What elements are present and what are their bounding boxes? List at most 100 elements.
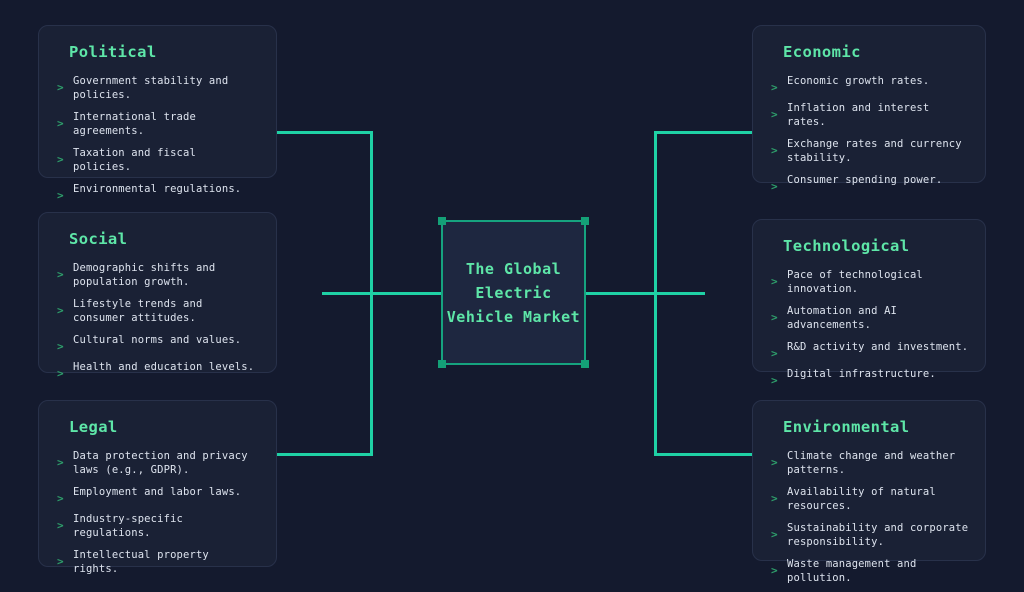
- card-technological[interactable]: Technological > Pace of technological in…: [752, 219, 986, 386]
- list-item-text: Intellectual property rights.: [73, 549, 209, 575]
- list-item-text: Automation and AI advancements.: [787, 305, 898, 331]
- list-item: > Lifestyle trends and consumer attitude…: [55, 298, 260, 325]
- card-title-political: Political: [69, 43, 157, 61]
- bullet-list-social: > Demographic shifts and population grow…: [55, 262, 260, 379]
- chevron-right-icon: >: [771, 347, 778, 361]
- list-item: > Economic growth rates.: [769, 75, 969, 93]
- list-item-text: Climate change and weather patterns.: [787, 450, 956, 476]
- bullet-list-economic: > Economic growth rates. > Inflation and…: [769, 75, 969, 192]
- card-legal[interactable]: Legal > Data protection and privacy laws…: [38, 400, 277, 575]
- connector-legal-branch: [277, 453, 372, 456]
- list-item-text: Consumer spending power.: [787, 174, 943, 187]
- connector-technological-branch: [584, 292, 705, 295]
- connector-environmental-branch: [654, 453, 753, 456]
- bullet-list-political: > Government stability and policies. > I…: [55, 75, 260, 201]
- list-item-text: Government stability and policies.: [73, 75, 229, 101]
- chevron-right-icon: >: [57, 492, 64, 506]
- list-item: > Cultural norms and values.: [55, 334, 260, 352]
- card-title-environmental: Environmental: [783, 418, 910, 436]
- chevron-right-icon: >: [57, 153, 64, 167]
- resize-handle-top-left[interactable]: [438, 217, 446, 225]
- card-title-legal: Legal: [69, 418, 118, 436]
- resize-handle-top-right[interactable]: [581, 217, 589, 225]
- list-item-text: Taxation and fiscal policies.: [73, 147, 196, 173]
- chevron-right-icon: >: [771, 81, 778, 95]
- card-title-economic: Economic: [783, 43, 861, 61]
- chevron-right-icon: >: [771, 108, 778, 122]
- chevron-right-icon: >: [771, 374, 778, 388]
- list-item-text: Cultural norms and values.: [73, 334, 242, 347]
- list-item-text: R&D activity and investment.: [787, 341, 969, 354]
- list-item: > Government stability and policies.: [55, 75, 260, 102]
- card-economic[interactable]: Economic > Economic growth rates. > Infl…: [752, 25, 986, 192]
- list-item: > Sustainability and corporate responsib…: [769, 522, 969, 549]
- chevron-right-icon: >: [57, 456, 64, 470]
- list-item-text: Environmental regulations.: [73, 183, 242, 196]
- bullet-list-technological: > Pace of technological innovation. > Au…: [769, 269, 969, 386]
- list-item-text: International trade agreements.: [73, 111, 196, 137]
- list-item: > R&D activity and investment.: [769, 341, 969, 359]
- list-item-text: Availability of natural resources.: [787, 486, 936, 512]
- list-item: > Data protection and privacy laws (e.g.…: [55, 450, 260, 477]
- chevron-right-icon: >: [771, 144, 778, 158]
- list-item: > Availability of natural resources.: [769, 486, 969, 513]
- list-item-text: Industry-specific regulations.: [73, 513, 184, 539]
- chevron-right-icon: >: [57, 367, 64, 381]
- list-item: > Intellectual property rights.: [55, 549, 260, 576]
- connector-social-branch: [322, 292, 443, 295]
- chevron-right-icon: >: [771, 528, 778, 542]
- chevron-right-icon: >: [771, 275, 778, 289]
- resize-handle-bottom-left[interactable]: [438, 360, 446, 368]
- chevron-right-icon: >: [771, 311, 778, 325]
- list-item: > Climate change and weather patterns.: [769, 450, 969, 477]
- list-item: > Digital infrastructure.: [769, 368, 969, 386]
- chevron-right-icon: >: [57, 117, 64, 131]
- list-item-text: Exchange rates and currency stability.: [787, 138, 962, 164]
- list-item-text: Health and education levels.: [73, 361, 255, 374]
- chevron-right-icon: >: [57, 189, 64, 203]
- chevron-right-icon: >: [57, 268, 64, 282]
- card-title-technological: Technological: [783, 237, 910, 255]
- chevron-right-icon: >: [771, 180, 778, 194]
- list-item: > Pace of technological innovation.: [769, 269, 969, 296]
- list-item: > Waste management and pollution.: [769, 558, 969, 585]
- list-item-text: Lifestyle trends and consumer attitudes.: [73, 298, 203, 324]
- chevron-right-icon: >: [57, 340, 64, 354]
- card-political[interactable]: Political > Government stability and pol…: [38, 25, 277, 201]
- list-item: > Inflation and interest rates.: [769, 102, 969, 129]
- list-item-text: Pace of technological innovation.: [787, 269, 923, 295]
- list-item: > Industry-specific regulations.: [55, 513, 260, 540]
- list-item-text: Data protection and privacy laws (e.g., …: [73, 450, 248, 476]
- chevron-right-icon: >: [57, 555, 64, 569]
- chevron-right-icon: >: [57, 304, 64, 318]
- bullet-list-legal: > Data protection and privacy laws (e.g.…: [55, 450, 260, 576]
- connector-economic-branch: [654, 131, 753, 134]
- list-item: > Exchange rates and currency stability.: [769, 138, 969, 165]
- list-item-text: Sustainability and corporate responsibil…: [787, 522, 969, 548]
- list-item-text: Waste management and pollution.: [787, 558, 917, 584]
- list-item: > Demographic shifts and population grow…: [55, 262, 260, 289]
- list-item: > Automation and AI advancements.: [769, 305, 969, 332]
- chevron-right-icon: >: [57, 81, 64, 95]
- list-item: > Health and education levels.: [55, 361, 260, 379]
- card-social[interactable]: Social > Demographic shifts and populati…: [38, 212, 277, 379]
- center-node-label: The Global Electric Vehicle Market: [446, 259, 581, 326]
- list-item-text: Economic growth rates.: [787, 75, 930, 88]
- card-title-social: Social: [69, 230, 128, 248]
- resize-handle-bottom-right[interactable]: [581, 360, 589, 368]
- chevron-right-icon: >: [771, 492, 778, 506]
- list-item: > Environmental regulations.: [55, 183, 260, 201]
- card-environmental[interactable]: Environmental > Climate change and weath…: [752, 400, 986, 584]
- center-node[interactable]: The Global Electric Vehicle Market: [438, 217, 589, 368]
- list-item: > Employment and labor laws.: [55, 486, 260, 504]
- list-item-text: Demographic shifts and population growth…: [73, 262, 216, 288]
- list-item-text: Inflation and interest rates.: [787, 102, 930, 128]
- list-item-text: Digital infrastructure.: [787, 368, 936, 381]
- list-item: > Consumer spending power.: [769, 174, 969, 192]
- connector-political-branch: [277, 131, 372, 134]
- chevron-right-icon: >: [57, 519, 64, 533]
- list-item: > International trade agreements.: [55, 111, 260, 138]
- bullet-list-environmental: > Climate change and weather patterns. >…: [769, 450, 969, 585]
- chevron-right-icon: >: [771, 456, 778, 470]
